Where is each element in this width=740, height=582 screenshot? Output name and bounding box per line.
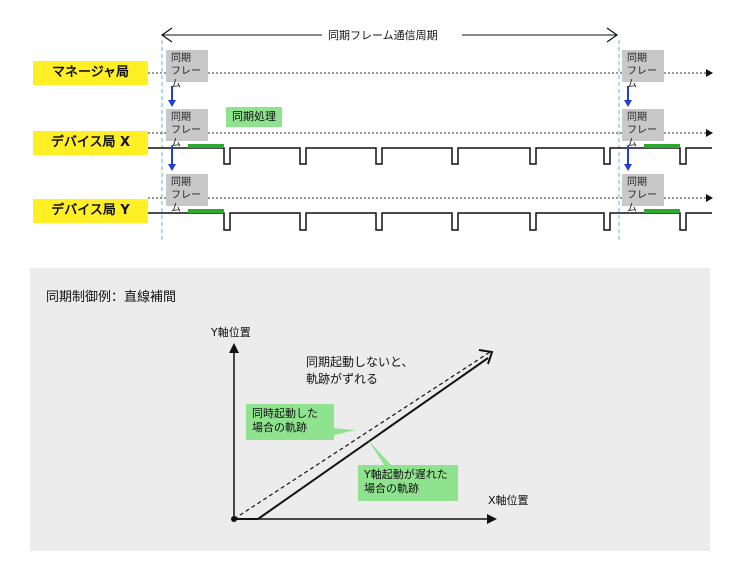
y-axis-label: Y軸位置 — [211, 326, 251, 339]
sync-process-bar — [644, 144, 680, 148]
sync-frame-box: 同期 フレーム — [166, 50, 208, 90]
sync-frame-line2: フレーム — [627, 190, 657, 214]
sync-frame-line2: フレーム — [627, 125, 657, 149]
sync-start-callout-line1: 同時起動した — [252, 407, 318, 420]
ideal-trajectory — [233, 351, 491, 520]
sync-frame-box: 同期 フレーム — [622, 174, 664, 214]
sync-frame-line1: 同期 — [627, 53, 647, 64]
sync-frame-line1: 同期 — [171, 112, 191, 123]
trajectory-note: 同期起動しないと、 軌跡がずれる — [306, 354, 414, 388]
sync-frame-box: 同期 フレーム — [622, 109, 664, 149]
delayed-trajectory — [257, 357, 489, 520]
sync-frame-line1: 同期 — [171, 177, 191, 188]
delayed-start-callout: Y軸起動が遅れた 場合の軌跡 — [358, 465, 458, 501]
sync-frame-box: 同期 フレーム — [166, 109, 208, 149]
period-label: 同期フレーム通信周期 — [328, 29, 438, 42]
x-axis-label: X軸位置 — [488, 494, 529, 507]
x-axis-arrowhead — [487, 514, 497, 524]
sync-frame-line1: 同期 — [627, 112, 647, 123]
sync-frame-line1: 同期 — [171, 53, 191, 64]
sync-frame-line2: フレーム — [171, 125, 201, 149]
y-axis-arrowhead — [229, 343, 239, 353]
sync-process-bar — [644, 209, 680, 213]
sync-process-bar — [188, 209, 224, 213]
station-label-device-y: デバイス局 Y — [33, 199, 148, 223]
trajectory-note-line2: 軌跡がずれる — [306, 372, 379, 386]
trajectory-arrowhead — [478, 349, 494, 365]
delayed-start-callout-line1: Y軸起動が遅れた — [364, 468, 448, 481]
sync-frame-line2: フレーム — [171, 190, 201, 214]
delayed-start-callout-line2: 場合の軌跡 — [364, 482, 419, 495]
sync-process-callout: 同期処理 — [226, 107, 282, 127]
example-panel — [30, 268, 710, 551]
device-x-timeline-arrowhead — [706, 129, 713, 137]
callout-pointer — [330, 428, 356, 436]
device-y-timeline-arrowhead — [706, 194, 713, 202]
sync-start-callout: 同時起動した 場合の軌跡 — [246, 404, 334, 440]
device-x-waveform — [148, 147, 712, 165]
sync-frame-line2: フレーム — [171, 66, 201, 90]
sync-start-callout-line2: 場合の軌跡 — [252, 421, 307, 434]
sync-frame-box: 同期 フレーム — [166, 174, 208, 214]
example-title: 同期制御例：直線補間 — [46, 290, 177, 305]
device-y-waveform — [148, 212, 712, 231]
sync-frame-line2: フレーム — [627, 66, 657, 90]
station-label-device-x: デバイス局 X — [33, 131, 148, 155]
station-label-manager: マネージャ局 — [33, 61, 148, 85]
callout-pointer — [368, 440, 392, 466]
trajectory-note-line1: 同期起動しないと、 — [306, 355, 414, 369]
sync-frame-arrows — [168, 86, 632, 171]
period-arrow — [160, 27, 619, 43]
sync-process-bar — [188, 144, 224, 148]
sync-frame-line1: 同期 — [627, 177, 647, 188]
sync-frame-box: 同期 フレーム — [622, 50, 664, 90]
manager-timeline-arrowhead — [706, 69, 713, 77]
